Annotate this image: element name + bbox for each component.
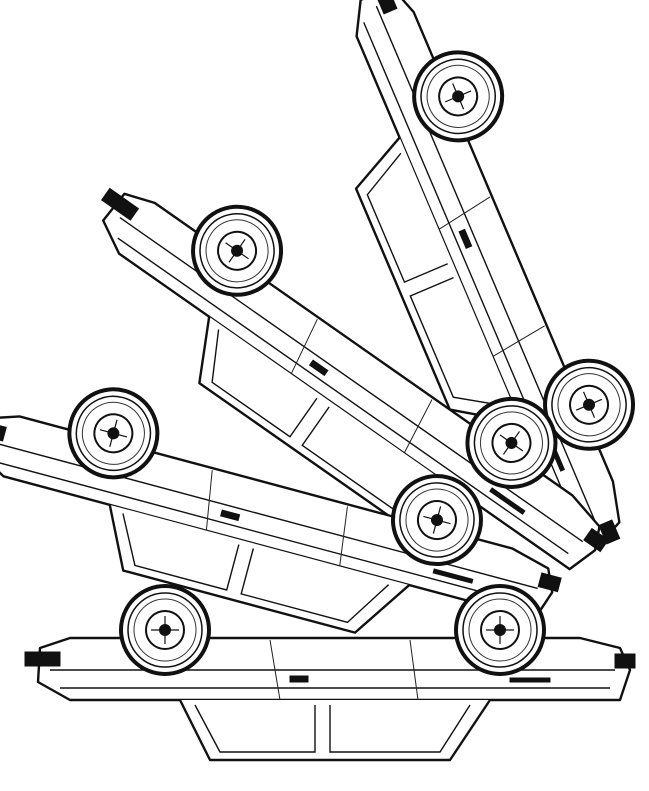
rollover-sequence-illustration <box>0 0 649 791</box>
